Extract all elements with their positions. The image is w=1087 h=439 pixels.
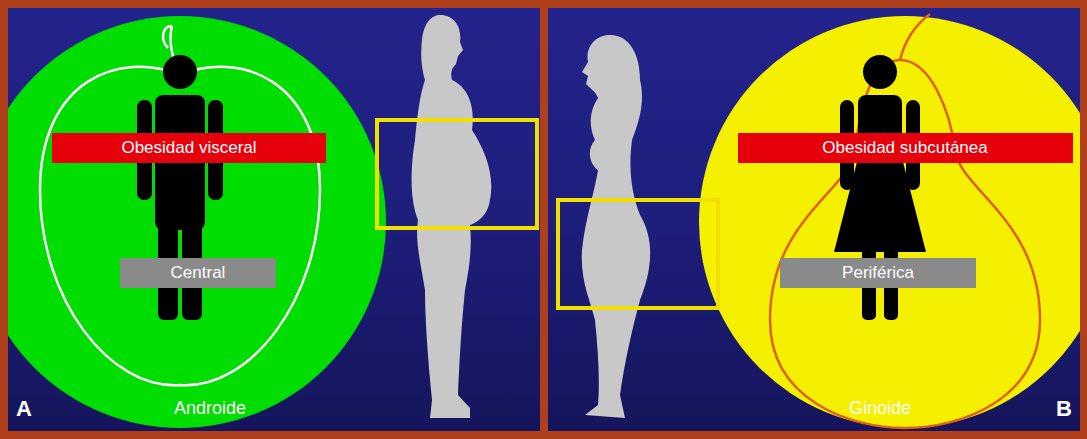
band-text: Obesidad visceral (121, 138, 256, 158)
label-band: Central (120, 258, 276, 288)
label-band: Obesidad subcutánea (738, 133, 1073, 163)
hip-frame (558, 200, 718, 308)
panel-letter: B (1056, 396, 1072, 422)
panel: Ginoide Obesidad subcutáneaPeriférica (548, 8, 1080, 431)
band-text: Obesidad subcutánea (822, 138, 987, 158)
apple-outline (40, 67, 320, 385)
green-circle (8, 16, 386, 428)
pear-stem (900, 14, 930, 60)
type-label: Androide (174, 398, 246, 419)
label-band: Obesidad visceral (52, 133, 326, 163)
female-figure (834, 55, 926, 320)
band-text: Central (171, 263, 226, 283)
type-label: Ginoide (849, 398, 911, 419)
yellow-circle (699, 16, 1080, 428)
panel-letter: A (16, 396, 32, 422)
pear-outline (770, 60, 1040, 428)
label-band: Periférica (780, 258, 976, 288)
female-silhouette (582, 35, 650, 418)
band-text: Periférica (842, 263, 914, 283)
waist-frame (377, 120, 537, 228)
panel: Androide Obesidad visceralCentral (8, 8, 540, 431)
male-silhouette (412, 15, 492, 418)
